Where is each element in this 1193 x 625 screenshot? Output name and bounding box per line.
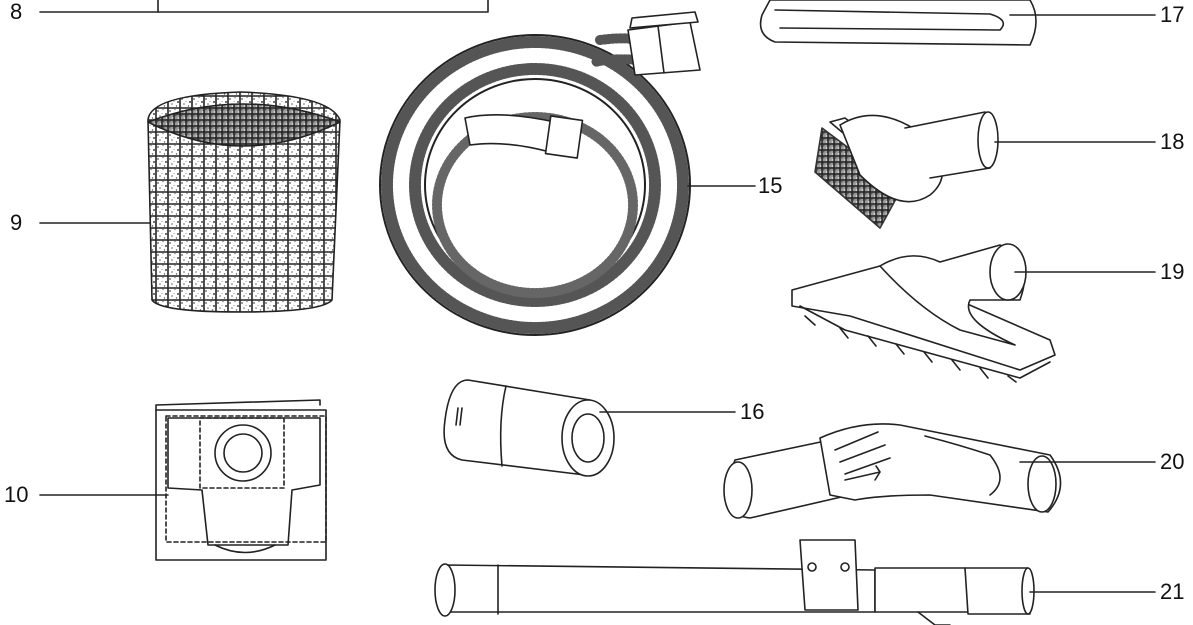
part-17-nozzle bbox=[759, 0, 1156, 46]
callout-18: 18 bbox=[1160, 129, 1185, 154]
part-21-tube bbox=[434, 539, 1156, 625]
callout-9: 9 bbox=[10, 210, 23, 235]
callout-17: 17 bbox=[1160, 2, 1185, 27]
callout-21: 21 bbox=[1160, 579, 1185, 604]
part-16-adapter bbox=[443, 379, 736, 477]
callout-20: 20 bbox=[1160, 449, 1185, 474]
callout-15: 15 bbox=[758, 173, 783, 198]
part-19-floor-nozzle bbox=[791, 243, 1156, 383]
part-8-box bbox=[39, 0, 489, 13]
part-20-handle bbox=[723, 423, 1156, 519]
callout-16: 16 bbox=[740, 399, 765, 424]
part-9-filter-bag bbox=[39, 91, 341, 313]
callout-10: 10 bbox=[4, 482, 29, 507]
part-15-hose bbox=[379, 11, 756, 336]
callout-8: 8 bbox=[10, 0, 23, 24]
callout-19: 19 bbox=[1160, 259, 1185, 284]
part-10-dust-bag bbox=[39, 399, 327, 561]
part-18-brush bbox=[814, 111, 1156, 229]
